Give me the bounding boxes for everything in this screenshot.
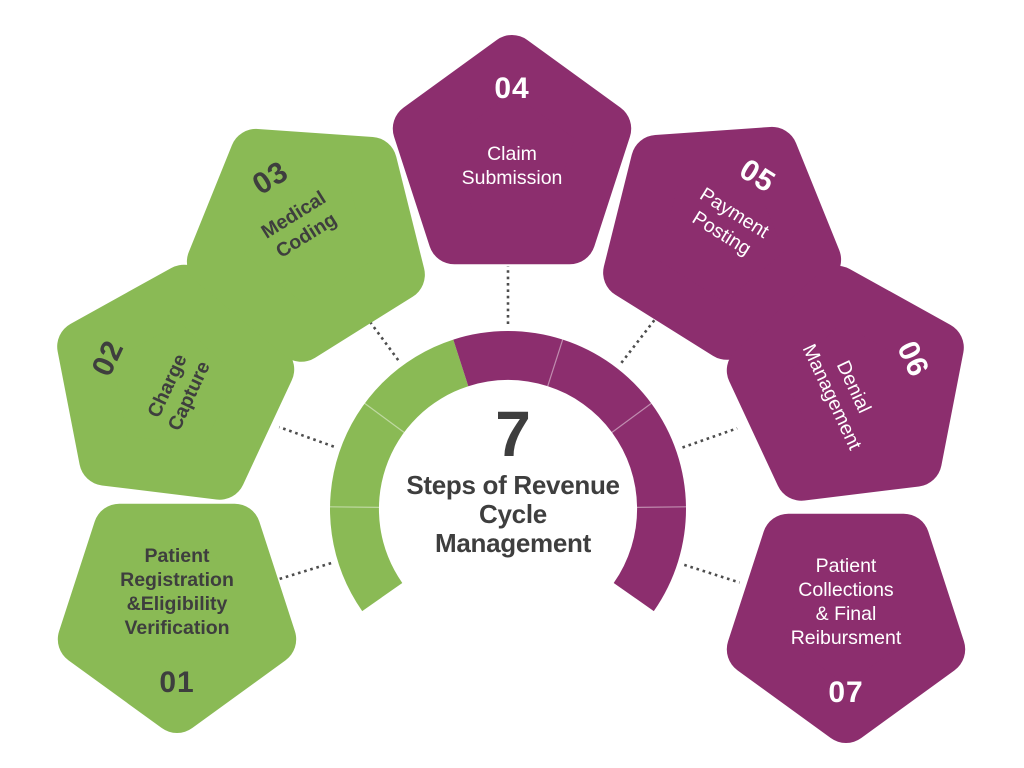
pentagon-shape: [726, 513, 966, 743]
pentagon-shape: [392, 35, 632, 265]
ring-arc-purple: [453, 330, 687, 612]
step-01-number: 01: [159, 666, 195, 699]
step-04-number: 04: [494, 72, 530, 105]
ring-segment-divider: [547, 339, 564, 387]
center-title: 7 Steps of Revenue Cycle Management: [373, 398, 653, 558]
pentagon-shape: [57, 264, 295, 500]
step-07-pentagon: Patient Collections & Final Reibursment …: [721, 494, 971, 744]
ring-segment-divider: [364, 402, 405, 433]
step-02-pentagon: 02 Charge Capture: [47, 263, 297, 513]
pentagon-shape: [186, 128, 425, 362]
pentagon-shape: [726, 265, 964, 501]
step-01-label: Patient Registration &Eligibility Verifi…: [120, 545, 234, 639]
ring-segment-divider: [611, 402, 652, 433]
pentagon-shape: [603, 126, 842, 360]
ring-arc-green: [329, 339, 469, 612]
step-04-pentagon: 04 Claim Submission: [387, 34, 637, 284]
step-03-pentagon: 03 Medical Coding: [183, 113, 433, 363]
center-title-number: 7: [495, 398, 531, 470]
ring-segment-divider: [329, 506, 380, 508]
step-04-label: Claim Submission: [461, 143, 563, 189]
step-01-pentagon: Patient Registration &Eligibility Verifi…: [52, 484, 302, 734]
step-07-number: 07: [828, 676, 864, 709]
step-06-pentagon: 06 Denial Management: [724, 264, 974, 514]
step-07-label: Patient Collections & Final Reibursment: [790, 555, 902, 649]
pentagon-shape: [57, 503, 297, 733]
center-title-text: Steps of Revenue Cycle Management: [406, 470, 620, 558]
ring-segment-divider: [636, 506, 687, 508]
step-05-pentagon: 05 Payment Posting: [595, 111, 845, 361]
